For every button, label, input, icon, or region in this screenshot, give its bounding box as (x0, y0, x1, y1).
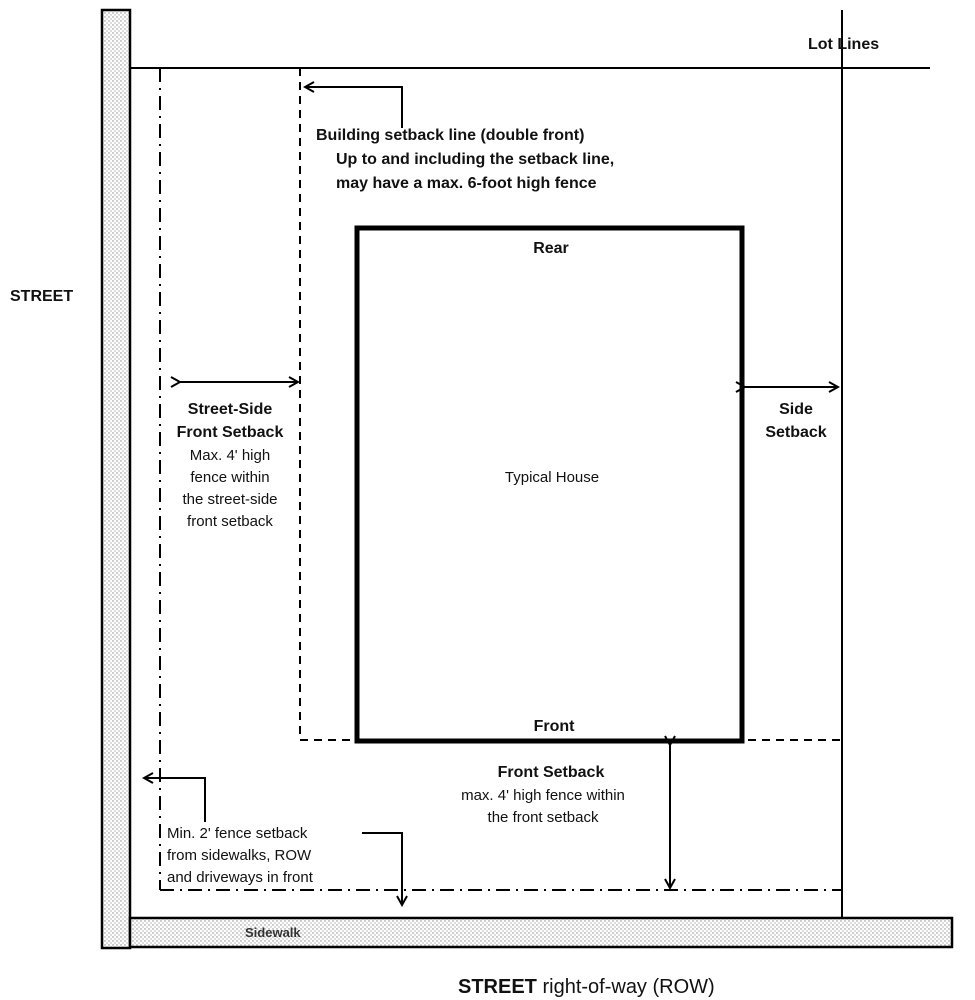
sidewalk-strip (128, 916, 954, 949)
street-strip-left (100, 8, 132, 950)
street-side-note: front setback (187, 513, 273, 530)
min-fence-arrow-left (144, 778, 206, 822)
min-fence-arrow-down (362, 832, 402, 905)
front-setback-note: the front setback (488, 809, 599, 826)
street-left-label: STREET (10, 288, 73, 305)
side-setback-label: Setback (765, 424, 826, 441)
min-fence-label: from sidewalks, ROW (167, 847, 312, 864)
street-side-note: the street-side (182, 491, 277, 508)
min-fence-label: and driveways in front (167, 869, 314, 886)
front-setback-title: Front Setback (498, 764, 605, 781)
building-setback-label: Building setback line (double front) (316, 127, 584, 144)
sidewalk-label: Sidewalk (245, 925, 301, 940)
building-setback-note: Up to and including the setback line, (336, 151, 614, 168)
typical-house (354, 225, 745, 744)
street-bottom-bold: STREET (458, 976, 537, 998)
rear-label: Rear (533, 240, 569, 257)
street-bottom-rest: right-of-way (ROW) (537, 976, 715, 998)
building-setback-arrow (305, 87, 403, 128)
building-setback-note: may have a max. 6-foot high fence (336, 175, 597, 192)
street-side-title: Front Setback (177, 424, 284, 441)
min-fence-label: Min. 2' fence setback (167, 825, 308, 842)
street-side-title: Street-Side (188, 401, 273, 418)
street-bottom-label: STREET right-of-way (ROW) (458, 976, 715, 998)
house-label: Typical House (505, 469, 599, 486)
front-setback-note: max. 4' high fence within (461, 787, 625, 804)
lot-lines-label: Lot Lines (808, 36, 879, 53)
street-side-note: Max. 4' high (190, 447, 270, 464)
street-side-note: fence within (190, 469, 269, 486)
front-label: Front (534, 718, 576, 735)
side-setback-label: Side (779, 401, 813, 418)
